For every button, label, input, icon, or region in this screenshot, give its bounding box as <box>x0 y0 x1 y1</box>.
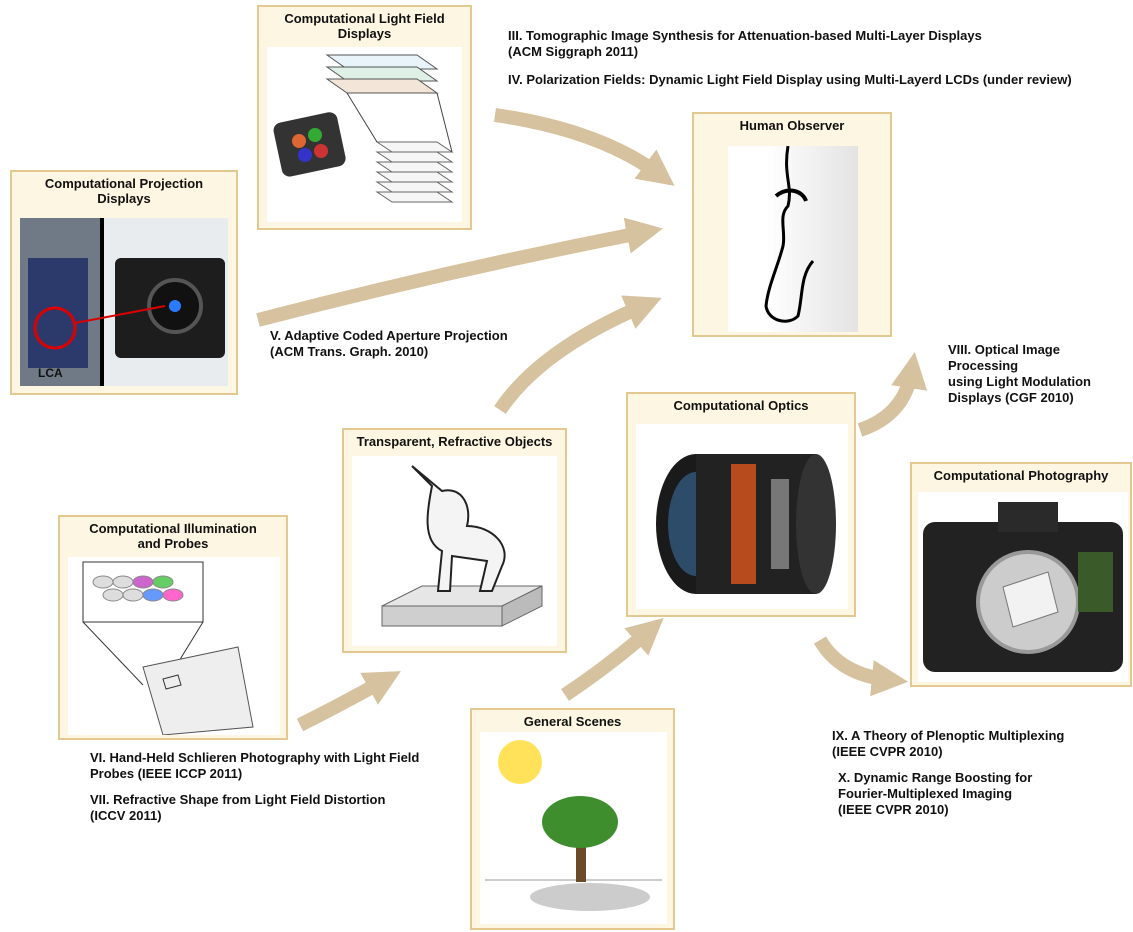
reference-iii: III. Tomographic Image Synthesis for Att… <box>508 28 982 59</box>
computational-optics-title: Computational Optics <box>673 398 809 413</box>
refractive-objects-box: Transparent, Refractive Objects <box>342 428 567 653</box>
light-field-displays-box: Computational Light Field Displays <box>257 5 472 230</box>
reference-iv: IV. Polarization Fields: Dynamic Light F… <box>508 72 1072 87</box>
layer-stack-icon <box>325 54 439 94</box>
arrow-lightfield-to-human <box>494 108 675 186</box>
arrow-illumination-to-refractive <box>296 671 401 732</box>
unicorn-illustration <box>352 456 557 646</box>
projector-photo: LCA <box>20 218 228 386</box>
lenslet-probe-illustration <box>68 557 280 735</box>
arrow-refractive-to-human <box>494 295 662 414</box>
illumination-probes-title: Computational Illumination and Probes <box>89 521 257 551</box>
reference-vi: VI. Hand-Held Schlieren Photography with… <box>90 750 420 781</box>
reference-x: X. Dynamic Range Boosting for Fourier-Mu… <box>838 770 1033 817</box>
computational-optics-box: Computational Optics <box>626 392 856 617</box>
computational-photography-box: Computational Photography <box>910 462 1132 687</box>
illumination-probes-box: Computational Illumination and Probes <box>58 515 288 740</box>
general-scenes-title: General Scenes <box>523 714 622 729</box>
light-field-illustration <box>267 47 462 222</box>
sun-icon <box>498 740 542 784</box>
projection-displays-title: Computational Projection Displays <box>44 176 204 206</box>
unicorn-icon <box>411 465 506 592</box>
probe-sheet <box>142 646 254 735</box>
lca-highlight-circle <box>33 306 77 350</box>
tree-icon <box>542 796 618 848</box>
reference-viii: VIII. Optical Image Processing using Lig… <box>948 342 1091 405</box>
tablet-icon <box>273 112 346 177</box>
lens-cutaway-photo <box>636 424 848 609</box>
arrow-optics-to-viii <box>857 352 928 437</box>
lca-label: LCA <box>38 366 63 380</box>
face-profile-line <box>764 146 815 323</box>
reference-vii: VII. Refractive Shape from Light Field D… <box>90 792 386 823</box>
arrow-projection-to-human <box>256 217 663 327</box>
light-field-displays-title: Computational Light Field Displays <box>284 11 445 41</box>
human-observer-title: Human Observer <box>739 118 845 133</box>
lca-panel <box>28 258 88 368</box>
arrow-optics-to-photography <box>813 636 909 697</box>
projection-displays-box: Computational Projection Displays LCA <box>10 170 238 395</box>
exploded-layers-icon <box>375 141 454 203</box>
human-observer-box: Human Observer <box>692 112 892 337</box>
mirror <box>1002 571 1059 628</box>
reference-v: V. Adaptive Coded Aperture Projection (A… <box>270 328 508 359</box>
general-scenes-box: General Scenes <box>470 708 675 930</box>
eye-icon <box>774 188 808 202</box>
reference-ix: IX. A Theory of Plenoptic Multiplexing (… <box>832 728 1065 759</box>
observer-profile-drawing <box>728 146 858 332</box>
tree-trunk <box>576 837 586 882</box>
lenslet-array-icon <box>92 575 184 602</box>
computational-photography-title: Computational Photography <box>933 468 1109 483</box>
lenslet-zoom-frame <box>82 561 204 623</box>
camera-cutaway-photo <box>918 492 1128 682</box>
tree-scene-illustration <box>480 732 667 924</box>
refractive-objects-title: Transparent, Refractive Objects <box>356 434 553 449</box>
arrow-scenes-to-optics <box>561 618 664 701</box>
